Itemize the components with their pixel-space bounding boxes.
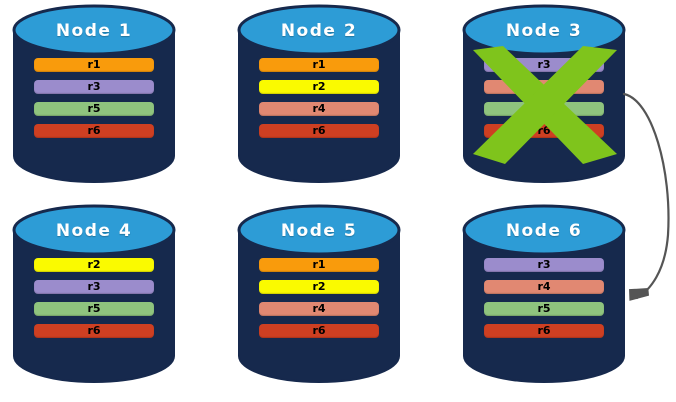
row-bar[interactable]: r6: [34, 324, 154, 338]
row-label: r6: [312, 324, 326, 337]
row-label: r2: [87, 258, 101, 271]
row-bar[interactable]: r6: [484, 324, 604, 338]
node-5-rows: r1 r2 r4 r6: [259, 258, 379, 346]
node-6[interactable]: Node 6 r3 r4 r5 r6: [453, 204, 635, 394]
row-label: r3: [87, 280, 101, 293]
row-label: r1: [312, 58, 326, 71]
row-label: r6: [87, 124, 101, 137]
row-bar[interactable]: r6: [34, 124, 154, 138]
row-label: r2: [312, 280, 326, 293]
row-bar[interactable]: r4: [259, 302, 379, 316]
row-label: r3: [87, 80, 101, 93]
row-bar[interactable]: r2: [259, 80, 379, 94]
row-bar[interactable]: r6: [484, 124, 604, 138]
node-2[interactable]: Node 2 r1 r2 r4 r6: [228, 4, 410, 194]
node-4[interactable]: Node 4 r2 r3 r5 r6: [3, 204, 185, 394]
row-bar[interactable]: r4: [484, 80, 604, 94]
node-5[interactable]: Node 5 r1 r2 r4 r6: [228, 204, 410, 394]
row-bar[interactable]: r5: [484, 102, 604, 116]
row-label: r3: [537, 258, 551, 271]
row-bar[interactable]: r6: [259, 324, 379, 338]
row-bar[interactable]: r3: [34, 80, 154, 94]
node-1-rows: r1 r3 r5 r6: [34, 58, 154, 146]
row-bar[interactable]: r4: [484, 280, 604, 294]
row-label: r5: [87, 302, 101, 315]
row-label: r5: [537, 102, 551, 115]
row-bar[interactable]: r5: [34, 302, 154, 316]
node-4-rows: r2 r3 r5 r6: [34, 258, 154, 346]
node-3[interactable]: Node 3 r3 r4 r5 r6: [453, 4, 635, 194]
row-label: r4: [537, 280, 551, 293]
row-bar[interactable]: r3: [484, 258, 604, 272]
row-bar[interactable]: r6: [259, 124, 379, 138]
row-bar[interactable]: r3: [34, 280, 154, 294]
row-bar[interactable]: r1: [34, 58, 154, 72]
node-3-rows: r3 r4 r5 r6: [484, 58, 604, 146]
row-label: r2: [312, 80, 326, 93]
row-label: r4: [537, 80, 551, 93]
row-bar[interactable]: r5: [484, 302, 604, 316]
row-bar[interactable]: r4: [259, 102, 379, 116]
row-label: r3: [537, 58, 551, 71]
row-bar[interactable]: r1: [259, 58, 379, 72]
row-label: r5: [87, 102, 101, 115]
row-bar[interactable]: r5: [34, 102, 154, 116]
row-label: r4: [312, 302, 326, 315]
row-label: r1: [312, 258, 326, 271]
node-6-rows: r3 r4 r5 r6: [484, 258, 604, 346]
row-label: r6: [312, 124, 326, 137]
row-label: r4: [312, 102, 326, 115]
row-label: r1: [87, 58, 101, 71]
row-bar[interactable]: r3: [484, 58, 604, 72]
row-label: r6: [537, 324, 551, 337]
row-bar[interactable]: r1: [259, 258, 379, 272]
row-bar[interactable]: r2: [34, 258, 154, 272]
row-label: r6: [537, 124, 551, 137]
row-bar[interactable]: r2: [259, 280, 379, 294]
node-2-rows: r1 r2 r4 r6: [259, 58, 379, 146]
node-1[interactable]: Node 1 r1 r3 r5 r6: [3, 4, 185, 194]
row-label: r6: [87, 324, 101, 337]
row-label: r5: [537, 302, 551, 315]
